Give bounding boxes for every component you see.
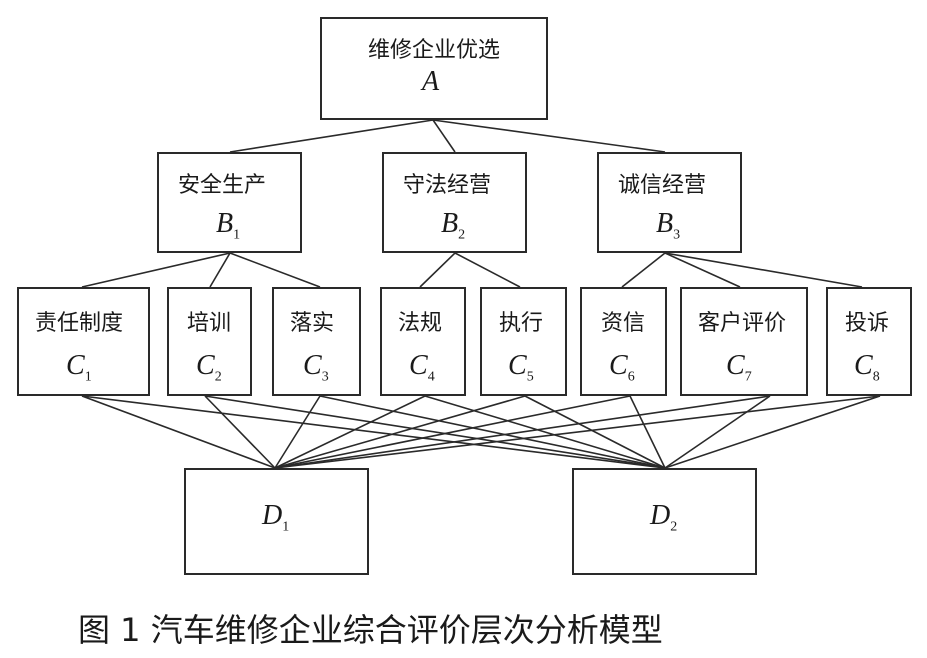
- subcriterion-symbol-c8: C8: [854, 350, 880, 385]
- criterion-symbol-b2: B2: [441, 208, 466, 243]
- connector-c7-d2: [664, 395, 771, 469]
- connector-c4-d2: [424, 395, 666, 469]
- goal-label: 维修企业优选: [368, 38, 501, 63]
- alternative-box-d2: [572, 468, 757, 575]
- subcriterion-symbol-c5: C5: [508, 350, 534, 385]
- subcriterion-box-c4: [380, 287, 466, 396]
- subcriterion-symbol-c6: C6: [609, 350, 635, 385]
- subcriterion-label-c2: 培训: [187, 311, 232, 336]
- connector-b1-c1: [81, 252, 231, 288]
- subcriterion-box-c1: [17, 287, 150, 396]
- subcriterion-box-c2: [167, 287, 252, 396]
- connector-c1-d1: [81, 395, 276, 469]
- criterion-symbol-b3: B3: [656, 208, 681, 243]
- connector-b2-c4: [419, 252, 456, 288]
- connector-c3-d1: [274, 395, 321, 469]
- connector-c5-d1: [274, 395, 526, 469]
- subcriterion-box-c7: [680, 287, 808, 396]
- figure-caption: 图 1 汽车维修企业综合评价层次分析模型: [78, 611, 663, 649]
- goal-box: [320, 17, 548, 120]
- connector-b3-c7: [664, 252, 741, 288]
- connector-a-b2: [432, 119, 456, 153]
- connector-c8-d1: [274, 395, 881, 469]
- alternative-symbol-d1: D1: [262, 500, 290, 535]
- connector-c6-d2: [629, 395, 666, 469]
- connector-a-b1: [229, 119, 434, 153]
- criterion-label-b3: 诚信经营: [618, 173, 707, 198]
- subcriterion-box-c3: [272, 287, 361, 396]
- subcriterion-symbol-c3: C3: [303, 350, 329, 385]
- alternative-symbol-d2: D2: [650, 500, 678, 535]
- subcriterion-label-c7: 客户评价: [698, 311, 787, 336]
- subcriterion-symbol-c2: C2: [196, 350, 222, 385]
- connector-c5-d2: [524, 395, 666, 469]
- connector-a-b3: [432, 119, 666, 153]
- connector-c2-d2: [204, 395, 666, 469]
- subcriterion-label-c8: 投诉: [845, 311, 890, 336]
- connector-c4-d1: [274, 395, 426, 469]
- subcriterion-label-c4: 法规: [398, 311, 443, 336]
- subcriterion-symbol-c1: C1: [66, 350, 92, 385]
- subcriterion-box-c6: [580, 287, 667, 396]
- subcriterion-symbol-c4: C4: [409, 350, 435, 385]
- subcriterion-box-c8: [826, 287, 912, 396]
- connector-c8-d2: [664, 395, 881, 469]
- subcriterion-label-c6: 资信: [601, 311, 646, 336]
- connector-c1-d2: [81, 395, 666, 469]
- connector-c2-d1: [204, 395, 276, 469]
- subcriterion-box-c5: [480, 287, 567, 396]
- subcriterion-symbol-c7: C7: [726, 350, 752, 385]
- subcriterion-label-c1: 责任制度: [35, 311, 124, 336]
- subcriterion-label-c5: 执行: [499, 311, 544, 336]
- connector-b2-c5: [454, 252, 521, 288]
- connector-c3-d2: [319, 395, 666, 469]
- criterion-box-b1: [157, 152, 302, 253]
- subcriterion-label-c3: 落实: [290, 311, 335, 336]
- connector-b3-c8: [664, 252, 863, 288]
- connector-c7-d1: [274, 395, 771, 469]
- criterion-label-b1: 安全生产: [178, 173, 267, 198]
- connector-b1-c2: [209, 252, 231, 288]
- criterion-label-b2: 守法经营: [403, 173, 492, 198]
- criterion-box-b2: [382, 152, 527, 253]
- criterion-symbol-b1: B1: [216, 208, 241, 243]
- criterion-box-b3: [597, 152, 742, 253]
- connector-b1-c3: [229, 252, 321, 288]
- goal-symbol: A: [422, 66, 440, 97]
- alternative-box-d1: [184, 468, 369, 575]
- connector-b3-c6: [621, 252, 666, 288]
- connector-c6-d1: [274, 395, 631, 469]
